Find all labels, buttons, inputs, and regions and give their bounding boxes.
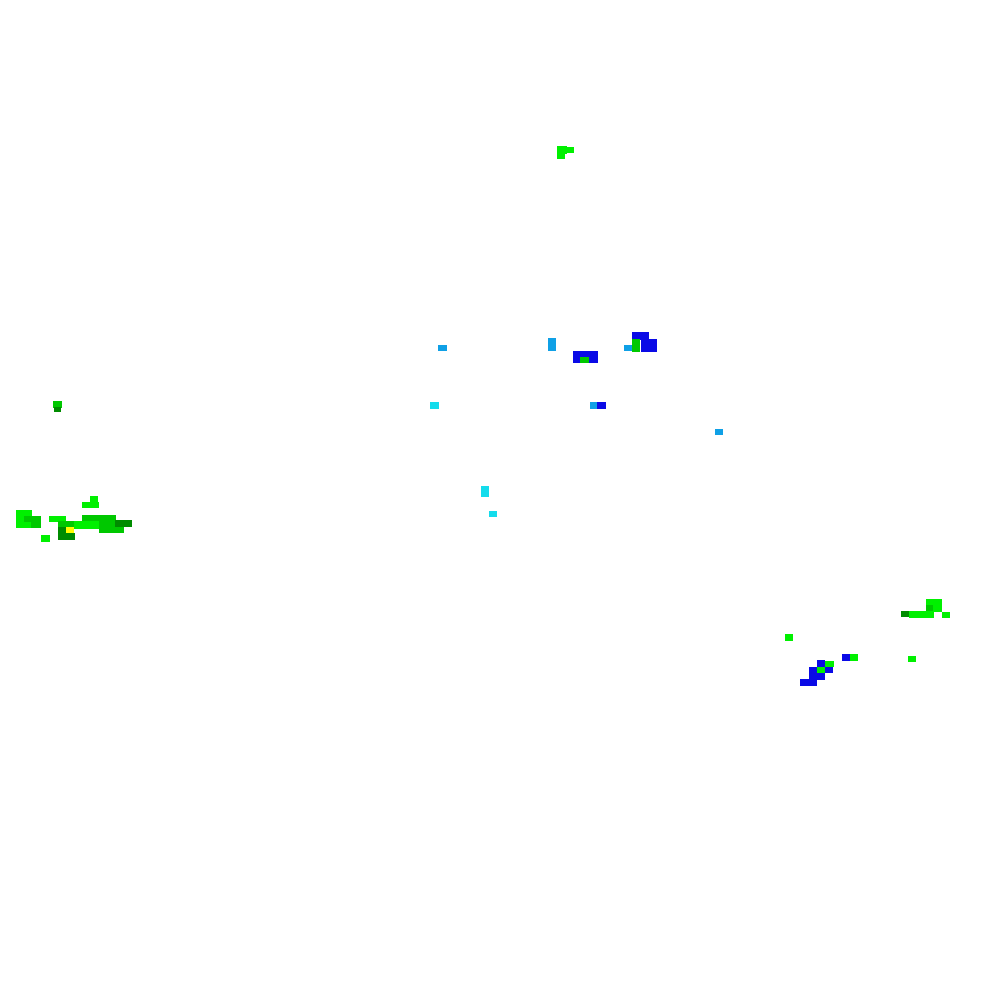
- echo-pixel: [557, 153, 565, 159]
- echo-pixel: [715, 429, 723, 435]
- echo-pixel: [31, 516, 41, 528]
- echo-pixel: [785, 634, 793, 641]
- echo-pixel: [58, 521, 74, 529]
- echo-pixel: [809, 667, 817, 681]
- echo-pixel: [58, 527, 66, 540]
- echo-pixel: [54, 407, 61, 412]
- echo-pixel: [850, 654, 858, 661]
- echo-pixel: [825, 667, 833, 673]
- echo-pixel: [41, 535, 50, 542]
- echo-pixel: [580, 357, 589, 363]
- echo-pixel: [641, 339, 657, 352]
- echo-pixel: [632, 332, 649, 340]
- echo-pixel: [90, 496, 98, 503]
- echo-pixel: [816, 673, 825, 680]
- echo-pixel: [901, 611, 909, 617]
- echo-pixel: [53, 401, 62, 408]
- echo-pixel: [590, 402, 598, 409]
- echo-pixel: [800, 679, 817, 686]
- radar-cluster-north: [557, 146, 574, 159]
- echo-pixel: [817, 667, 825, 674]
- echo-pixel: [557, 146, 567, 154]
- radar-cluster-southeast: [785, 599, 950, 686]
- echo-pixel: [632, 339, 640, 352]
- echo-pixel: [430, 402, 439, 409]
- echo-pixel: [438, 345, 447, 351]
- echo-pixel: [548, 338, 556, 351]
- echo-pixel: [825, 661, 834, 667]
- echo-pixel: [933, 605, 942, 612]
- echo-pixel: [489, 511, 497, 517]
- echo-pixel: [908, 656, 916, 662]
- radar-cluster-west: [16, 401, 132, 542]
- echo-pixel: [842, 654, 850, 661]
- echo-pixel: [597, 402, 606, 409]
- echo-pixel: [49, 516, 66, 522]
- echo-pixel: [74, 521, 100, 529]
- echo-pixel: [481, 486, 489, 497]
- echo-pixel: [817, 660, 825, 668]
- echo-pixel: [66, 527, 74, 534]
- echo-pixel: [24, 516, 32, 522]
- radar-cluster-central: [430, 332, 723, 517]
- echo-pixel: [115, 520, 132, 527]
- echo-pixel: [926, 599, 942, 606]
- echo-pixel: [566, 147, 574, 153]
- echo-pixel: [926, 605, 934, 612]
- echo-pixel: [82, 515, 116, 523]
- echo-pixel: [942, 612, 950, 618]
- echo-pixel: [82, 502, 99, 508]
- echo-pixel: [624, 345, 633, 351]
- echo-pixel: [66, 533, 75, 540]
- echo-pixel: [909, 611, 934, 618]
